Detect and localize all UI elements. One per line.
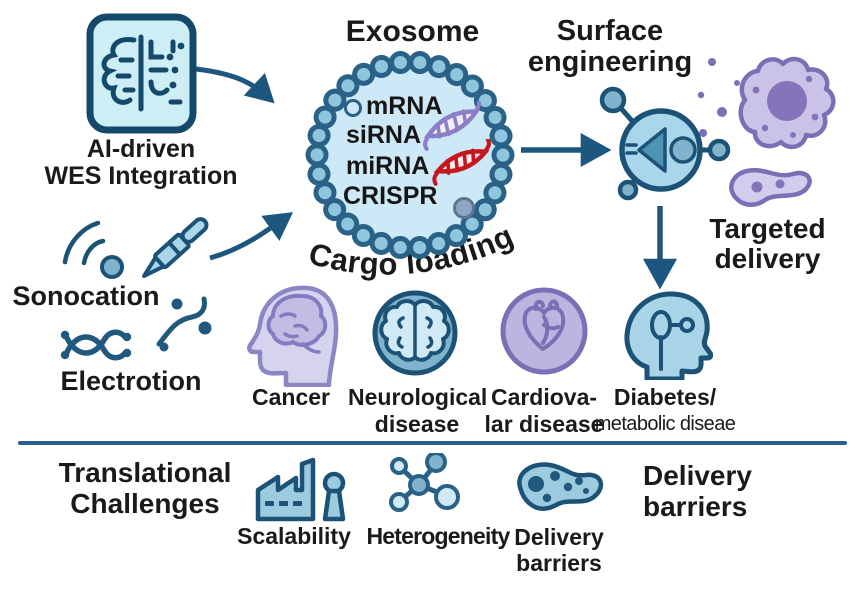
mirna-helix-icon [432,139,491,186]
disease-label-neurological: Neurological disease [348,384,488,438]
cardiovascular-line1: Cardiova- [490,384,598,410]
challenges-line2: Challenges [70,488,220,519]
translational-challenges-label: Translational Challenges [38,457,252,519]
surface-engineering-label: Surface engineering [515,15,705,79]
mrna-dot-icon [344,99,362,117]
target-cells-icon [729,56,836,207]
membrane-beads-fill [310,55,510,255]
electroporation-label: Electrotion [60,366,202,396]
neurological-line2: disease [374,411,460,437]
heterogeneity-label: Heterogeneity [366,523,511,549]
arrow-methods-to-exosome [209,212,294,261]
neurological-brain-icon [372,290,458,376]
engineered-exosome-icon [599,86,731,201]
small-cell [729,167,812,207]
ai-label-line2: WES Integration [44,162,238,190]
cardio-heart-icon [500,287,588,375]
divider-line [18,441,847,445]
dna-icon [60,329,132,361]
cargo-item-mirna: miRNA [346,152,430,180]
targeted-delivery-line1: Targeted [709,213,826,244]
delivery-title-line1: Delivery [643,460,752,491]
sonication-waves-icon [62,220,124,279]
amoeba-cell-icon [517,462,604,511]
cargo-item-mrna: mRNA [366,92,443,120]
targeted-delivery-line2: delivery [714,243,821,275]
ai-label-line1: AI-driven [86,135,196,163]
ai-chip-icon [86,13,197,134]
diabetes-line1: Diabetes/ [613,384,717,410]
electroporation-squiggle-icon [156,296,212,352]
cardiovascular-line2: lar disease [484,411,604,437]
scalability-label: Scalability [237,523,351,549]
delivery-caption-line1: Delivery [514,524,604,550]
factory-icon [255,457,346,522]
cancer-head-icon [247,285,339,387]
challenges-line1: Translational [58,457,232,488]
pipette-icon [142,217,209,278]
surface-engineering-line2: engineering [527,46,693,79]
sirna-helix-icon [423,101,482,151]
exosome-vesicle [305,50,515,260]
exosome-title: Exosome [345,15,480,48]
cargo-item-crispr: CRISPR [343,182,438,210]
delivery-barriers-title: Delivery barriers [643,460,793,522]
diabetes-head-icon [624,291,713,380]
disease-label-diabetes: Diabetes/ metabolic diseae [594,384,736,438]
targeted-delivery-label: Targeted delivery [695,213,840,275]
neurological-line1: Neurological [348,384,488,410]
delivery-barriers-caption: Delivery barriers [503,524,615,576]
secreted-particles [697,58,740,137]
cell-nucleus [767,81,807,121]
ai-label: AI-driven WES Integration [35,136,247,190]
disease-label-cancer: Cancer [230,384,352,411]
molecule-icon [389,453,460,512]
surface-engineering-line1: Surface [556,15,664,47]
crispr-particle-icon [453,197,475,219]
cargo-item-sirna: siRNA [346,121,422,149]
sonication-label: Sonocation [12,281,160,311]
disease-label-cardiovascular: Cardiova- lar disease [480,384,608,438]
delivery-title-line2: barriers [643,491,748,522]
cancer-line1: Cancer [252,384,330,410]
delivery-caption-line2: barriers [516,550,602,576]
arrow-ai-to-exosome [195,66,275,104]
diabetes-line2: metabolic diseae [594,413,736,435]
